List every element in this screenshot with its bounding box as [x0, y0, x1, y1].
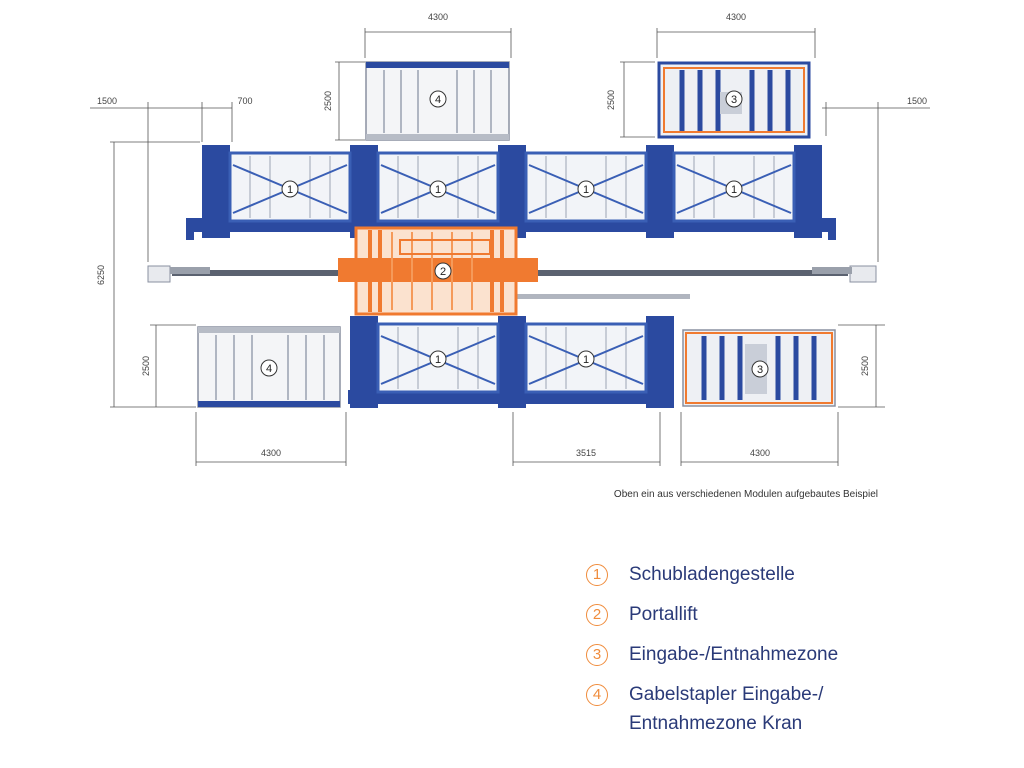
marker-1-lower-b: 1 — [583, 354, 589, 366]
marker-1-upper-c: 1 — [583, 184, 589, 196]
dim-bottom-zone3-width: 4300 — [750, 448, 770, 458]
dim-top-zone4-width: 4300 — [428, 12, 448, 22]
dim-top-zone3-depth: 2500 — [606, 90, 616, 110]
marker-3-bottom: 3 — [757, 364, 763, 376]
marker-4-top: 4 — [435, 94, 441, 106]
dim-top-zone4-depth: 2500 — [323, 91, 333, 111]
legend-label-1: Schubladengestelle — [629, 564, 795, 585]
top-entry-zone: 3 — [657, 61, 811, 139]
marker-2: 2 — [440, 266, 446, 278]
dimension-lines — [90, 28, 930, 466]
bottom-entry-zone: 3 — [682, 329, 836, 407]
marker-1-lower-a: 1 — [435, 354, 441, 366]
upper-rack-row: 1 1 1 1 — [186, 145, 836, 240]
dim-bottom-zone4-width: 4300 — [261, 448, 281, 458]
legend-label-4: Gabelstapler Eingabe-/ Entnahmezone Kran — [629, 684, 824, 734]
marker-1-upper-a: 1 — [287, 184, 293, 196]
legend-number-2: 2 — [586, 604, 608, 626]
dimension-labels: 4300 4300 2500 2500 1500 700 1500 6250 2… — [96, 12, 927, 458]
legend-item-2: 2 Portallift — [586, 604, 889, 629]
marker-1-upper-b: 1 — [435, 184, 441, 196]
legend-number-1: 1 — [586, 564, 608, 586]
legend: 1 Schubladengestelle 2 Portallift 3 Eing… — [586, 564, 889, 753]
legend-item-3: 3 Eingabe-/Entnahmezone — [586, 644, 889, 669]
dim-top-zone3-width: 4300 — [726, 12, 746, 22]
portal-lift: 2 — [338, 226, 538, 316]
legend-item-1: 1 Schubladengestelle — [586, 564, 889, 589]
legend-label-3: Eingabe-/Entnahmezone — [629, 644, 839, 665]
dim-left-gap: 700 — [237, 96, 252, 106]
dim-bottom-rack-width: 3515 — [576, 448, 596, 458]
dim-bottom-zone4-depth: 2500 — [141, 356, 151, 376]
legend-number-3: 3 — [586, 644, 608, 666]
dim-left-offset: 1500 — [97, 96, 117, 106]
legend-item-4: 4 Gabelstapler Eingabe-/ Entnahmezone Kr… — [586, 684, 889, 738]
lower-rack-row: 1 1 — [348, 316, 674, 408]
dim-bottom-zone3-depth: 2500 — [860, 356, 870, 376]
marker-1-upper-d: 1 — [731, 184, 737, 196]
marker-4-bottom: 4 — [266, 363, 272, 375]
marker-3-top: 3 — [731, 94, 737, 106]
bottom-forklift-zone: 4 — [197, 326, 341, 408]
figure-caption: Oben ein aus verschiedenen Modulen aufge… — [613, 489, 878, 500]
dim-overall-depth: 6250 — [96, 265, 106, 285]
legend-label-2: Portallift — [629, 604, 698, 625]
legend-number-4: 4 — [586, 684, 608, 706]
dim-right-offset: 1500 — [907, 96, 927, 106]
layout-plan-drawing: 4 3 — [90, 12, 930, 466]
top-forklift-zone: 4 — [365, 61, 510, 141]
